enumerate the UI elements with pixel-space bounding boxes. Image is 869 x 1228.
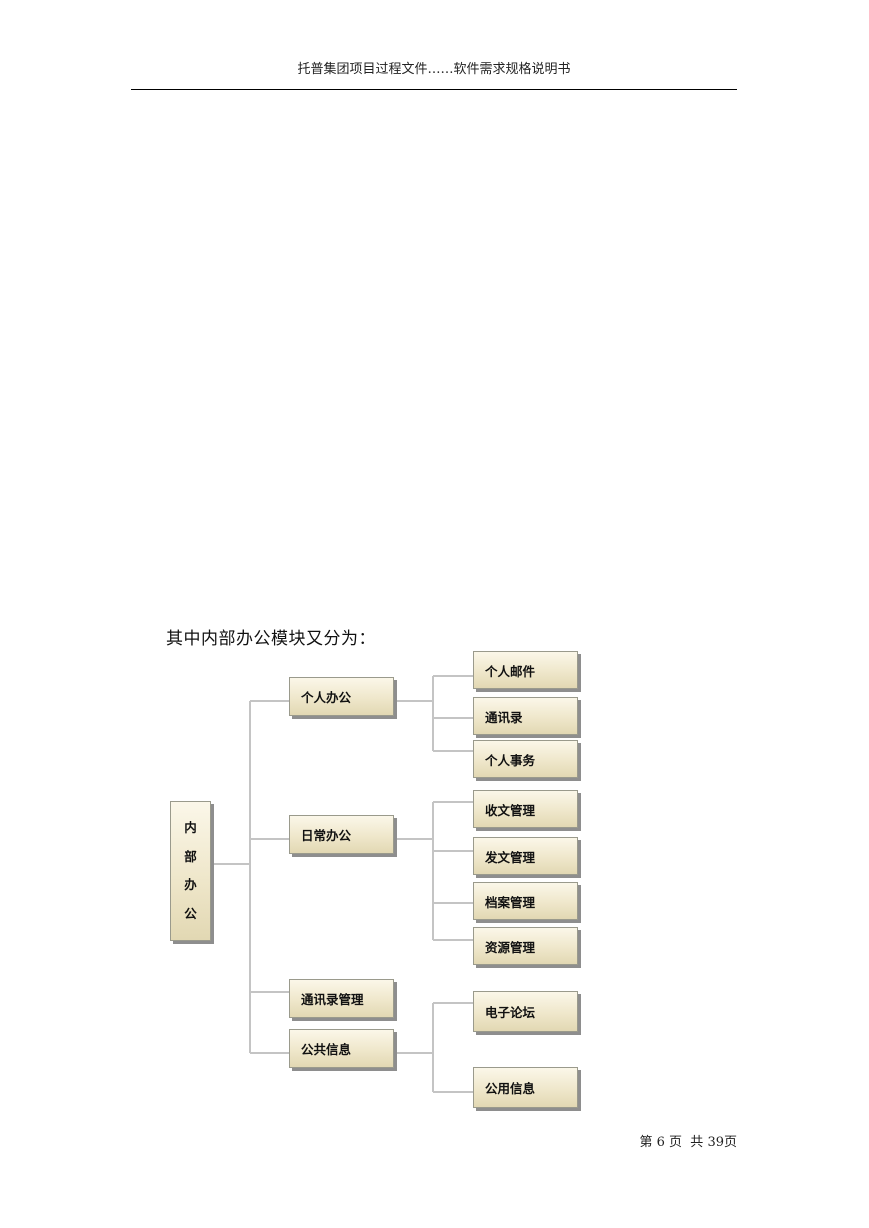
root-char-2: 部 xyxy=(184,848,197,864)
footer-suffix: 页 xyxy=(723,1135,737,1150)
leaf-node-personal-mail: 个人邮件 xyxy=(473,651,578,689)
leaf-node-resource-management: 资源管理 xyxy=(473,927,578,965)
leaf-node-contacts: 通讯录 xyxy=(473,697,578,735)
root-char-1: 内 xyxy=(184,820,197,835)
footer-total-pages: 39 xyxy=(707,1135,724,1150)
group-node-contacts-management: 通讯录管理 xyxy=(289,979,394,1018)
leaf-node-public-information: 公用信息 xyxy=(473,1067,578,1108)
page-footer: 第 6 页 共 39页 xyxy=(600,1131,737,1150)
root-node-internal-office: 内 部 办 公 xyxy=(170,801,211,941)
footer-prefix: 第 xyxy=(639,1135,653,1150)
group-node-personal-office: 个人办公 xyxy=(289,677,394,716)
intro-text: 其中内部办公模块又分为： xyxy=(166,629,376,649)
leaf-node-personal-affairs: 个人事务 xyxy=(473,740,578,778)
leaf-node-outgoing-docs: 发文管理 xyxy=(473,837,578,875)
group-node-public-info: 公共信息 xyxy=(289,1029,394,1068)
leaf-node-incoming-docs: 收文管理 xyxy=(473,790,578,828)
leaf-node-archive-management: 档案管理 xyxy=(473,882,578,920)
footer-middle: 页 共 xyxy=(669,1135,704,1150)
header-rule xyxy=(131,89,737,90)
footer-page-number: 6 xyxy=(656,1135,665,1150)
leaf-node-electronic-forum: 电子论坛 xyxy=(473,991,578,1032)
group-node-daily-office: 日常办公 xyxy=(289,815,394,854)
root-char-4: 公 xyxy=(184,905,197,921)
root-char-3: 办 xyxy=(184,877,197,892)
page-header: 托普集团项目过程文件……软件需求规格说明书 xyxy=(297,62,571,77)
